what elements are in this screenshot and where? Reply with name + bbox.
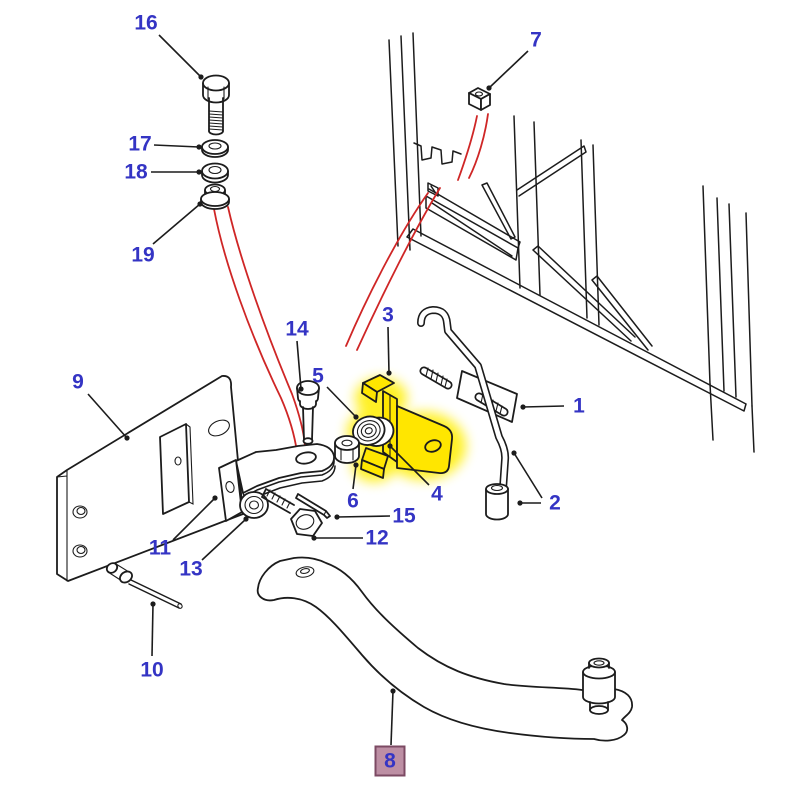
callout-13[interactable]: 13 <box>179 558 202 581</box>
callout-6[interactable]: 6 <box>347 490 359 513</box>
callout-10[interactable]: 10 <box>140 659 163 682</box>
callout-15[interactable]: 15 <box>392 505 416 528</box>
callout-8[interactable]: 8 <box>384 750 396 773</box>
part-7-square-nut <box>468 87 491 111</box>
leader-dot-8 <box>390 688 396 694</box>
leader-line-16 <box>158 34 202 78</box>
leader-dot-1 <box>520 404 526 410</box>
leader-dot-10 <box>150 601 156 607</box>
leader-dot-15 <box>334 514 340 520</box>
leader-line-6 <box>352 464 357 490</box>
leader-dot-17 <box>196 144 202 150</box>
part-13-bushing <box>239 491 269 519</box>
leader-dot-12 <box>311 535 317 541</box>
leader-line-2 <box>513 452 543 499</box>
leader-line-9 <box>87 393 128 439</box>
part-2-check-rod <box>417 306 510 521</box>
leader-dot-19 <box>197 201 203 207</box>
part-12-bolt <box>261 488 323 537</box>
callout-3[interactable]: 3 <box>382 304 394 327</box>
callout-14[interactable]: 14 <box>285 318 309 341</box>
callout-12[interactable]: 12 <box>365 527 388 550</box>
leader-dot-18 <box>196 169 202 175</box>
leader-line-14 <box>296 340 302 390</box>
part-18-washer <box>201 162 229 184</box>
leader-line-13 <box>201 518 247 561</box>
callout-9[interactable]: 9 <box>72 371 84 394</box>
callout-1[interactable]: 1 <box>573 395 585 418</box>
callout-2[interactable]: 2 <box>549 492 561 515</box>
leader-dot-9 <box>124 435 130 441</box>
part-17-washer <box>201 139 229 158</box>
leader-dot-2 <box>517 500 523 506</box>
callout-19[interactable]: 19 <box>131 244 154 267</box>
part-9-mounting-plate <box>56 375 244 582</box>
callout-18[interactable]: 18 <box>124 161 148 184</box>
leader-dot-7 <box>486 85 492 91</box>
part-3-4-striker-bracket <box>360 374 453 479</box>
leader-dot-14 <box>298 386 304 392</box>
leader-line-3 <box>387 326 390 374</box>
door-frame <box>388 32 755 453</box>
part-5-grommet <box>352 415 395 447</box>
arm-buffer-roller <box>582 657 616 715</box>
leader-line-1 <box>522 405 565 408</box>
leader-dot-5 <box>353 414 359 420</box>
selected-callout-box[interactable] <box>374 745 406 777</box>
callout-7[interactable]: 7 <box>530 29 542 52</box>
leader-dot-16 <box>198 74 204 80</box>
part-19-flanged-nut <box>200 183 230 210</box>
leader-line-19 <box>152 203 201 245</box>
threaded-stud <box>419 366 453 390</box>
part-15-pin <box>295 493 331 519</box>
callout-16[interactable]: 16 <box>134 12 157 35</box>
leader-dot-13 <box>243 516 249 522</box>
part-1-stud-plate <box>419 366 518 423</box>
leader-dot-11 <box>212 495 218 501</box>
leader-line-15 <box>336 515 391 518</box>
callout-5[interactable]: 5 <box>312 365 324 388</box>
assembly-reference-lines <box>213 113 489 453</box>
leader-dot-4 <box>387 443 393 449</box>
leader-line-11 <box>172 497 216 541</box>
leader-line-4 <box>389 445 430 486</box>
leader-line-8 <box>390 690 394 746</box>
callout-4[interactable]: 4 <box>431 483 443 506</box>
leader-dot-3 <box>386 370 392 376</box>
callout-11[interactable]: 11 <box>149 537 172 560</box>
leader-line-17 <box>153 144 200 148</box>
leader-dot-2 <box>511 450 517 456</box>
part-6-nut <box>334 435 360 464</box>
part-10-rivet <box>105 562 183 609</box>
leader-line-10 <box>151 603 154 657</box>
rod-buffer-cap <box>485 483 509 521</box>
part-11-check-lever <box>218 443 336 522</box>
leader-line-5 <box>326 386 357 418</box>
part-16-bolt <box>202 74 230 136</box>
part-8-check-strap-arm <box>256 556 633 742</box>
leader-dot-6 <box>353 462 359 468</box>
part-14-pivot-pin <box>296 380 320 445</box>
callout-17[interactable]: 17 <box>128 133 151 156</box>
leader-line-7 <box>488 50 529 89</box>
